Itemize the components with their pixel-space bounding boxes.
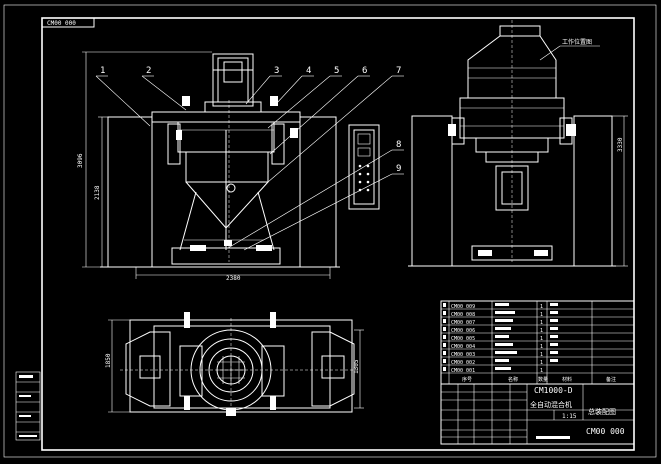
drawing-number: CM00 000: [586, 427, 625, 436]
control-cabinet: [348, 124, 380, 210]
scale-label: 1:15: [562, 413, 577, 420]
working-position-note: 工作位置图: [562, 38, 592, 46]
part-code: CM00 003: [451, 352, 475, 358]
code-box-label: CM00 000: [47, 20, 76, 27]
parts-header-qty: 数量: [538, 376, 548, 383]
part-qty: 1: [540, 368, 543, 374]
side-view: [408, 20, 616, 267]
part-code: CM00 008: [451, 312, 475, 318]
part-qty: 1: [540, 352, 543, 358]
plan-view: [120, 312, 360, 418]
balloon-8: 8: [396, 140, 401, 150]
part-qty: 1: [540, 312, 543, 318]
front-view: [100, 53, 340, 268]
part-code: CM00 005: [451, 336, 475, 342]
balloon-1: 1: [100, 66, 105, 76]
dim-front-height-total: 3096: [77, 153, 84, 168]
drawing-title: 总装配图: [588, 407, 616, 416]
part-qty: 1: [540, 320, 543, 326]
balloon-3: 3: [274, 66, 279, 76]
dim-plan-height-left: 1850: [105, 353, 112, 368]
code-box: [41, 17, 95, 28]
part-code: CM00 004: [451, 344, 475, 350]
parts-header-seq: 序号: [462, 376, 472, 383]
dim-side-height: 3330: [617, 137, 624, 152]
part-code: CM00 002: [451, 360, 475, 366]
balloon-6: 6: [362, 66, 367, 76]
part-code: CM00 007: [451, 320, 475, 326]
product-name: 全自动混合机: [530, 400, 572, 409]
balloon-7: 7: [396, 66, 401, 76]
parts-list-grid: [440, 300, 635, 385]
part-qty: 1: [540, 360, 543, 366]
dim-front-height-body: 2138: [94, 185, 101, 200]
front-dimension-lines: [82, 51, 331, 279]
side-dimension-lines: [612, 115, 628, 267]
part-code: CM00 009: [451, 304, 475, 310]
balloon-4: 4: [306, 66, 311, 76]
inner-frame: [41, 17, 635, 451]
parts-list-codes: CM00 009 CM00 008 CM00 007 CM00 006 CM00…: [451, 304, 543, 374]
parts-list-row-marks: [443, 303, 558, 371]
part-qty: 1: [540, 336, 543, 342]
title-block-grid: [440, 383, 635, 445]
dim-front-width: 2380: [226, 275, 241, 282]
outer-border: [3, 4, 657, 458]
parts-header-material: 材料: [562, 376, 572, 383]
part-code: CM00 006: [451, 328, 475, 334]
balloon-9: 9: [396, 164, 401, 174]
balloon-leaders: [95, 75, 404, 251]
plan-dimension-lines: [108, 319, 364, 413]
parts-header-name: 名称: [508, 376, 518, 383]
balloon-5: 5: [334, 66, 339, 76]
parts-header-note: 备注: [606, 376, 616, 383]
left-margin-block: [15, 371, 41, 441]
balloon-2: 2: [146, 66, 151, 76]
part-qty: 1: [540, 344, 543, 350]
part-qty: 1: [540, 328, 543, 334]
part-qty: 1: [540, 304, 543, 310]
model-label: CM1000-D: [534, 386, 573, 395]
dim-plan-height-right: 1305: [353, 359, 360, 374]
part-code: CM00 001: [451, 368, 475, 374]
